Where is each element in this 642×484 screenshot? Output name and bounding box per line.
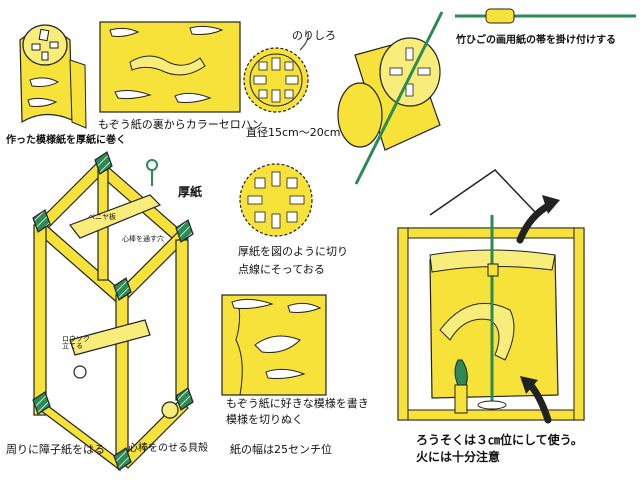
cellophane-sheet-drawing: [99, 21, 241, 113]
bamboo-rod-drawing: [455, 8, 636, 24]
label-diameter: 直径15cm〜20cm: [246, 126, 341, 139]
label-plywood: ベニヤ板: [88, 213, 116, 221]
label-mandrel-hole: 心棒を通す穴: [122, 235, 164, 243]
label-candle-stand: ロウソク立てる: [62, 335, 90, 350]
label-glue-margin: のりしろ: [292, 29, 336, 42]
label-fire-note: 火には十分注意: [416, 450, 501, 464]
label-paper-width: 紙の幅は25センチ位: [230, 443, 332, 456]
label-candle-note: ろうそくは３㎝位にして使う。: [416, 433, 583, 447]
label-cut-as-shown-2: 点線にそっておる: [238, 263, 325, 276]
label-bamboo-belt: 竹ひごの画用紙の帯を掛け付けする: [456, 35, 616, 46]
label-paper-around: 周りに障子紙をはる: [6, 443, 105, 456]
frame-structure-drawing: [32, 151, 194, 472]
glue-margin-circle: [243, 31, 309, 113]
label-cellophane: もぞう紙の裏からカラーセロハン: [98, 118, 263, 131]
label-cardboard: 厚紙: [178, 185, 203, 199]
label-pattern-note-2: 模様を切りぬく: [226, 413, 303, 426]
hook-icon: [146, 159, 158, 186]
rolled-paper-drawing: [19, 24, 87, 129]
hanging-lantern-drawing: [397, 169, 585, 424]
cut-cardboard-circle: [239, 163, 313, 237]
cylinder-lantern-drawing: [337, 11, 444, 185]
label-wrap-on-cardboard: 作った模様紙を厚紙に巻く: [6, 135, 126, 146]
label-shell: 心棒をのせる貝殻: [128, 443, 208, 454]
label-cut-as-shown-1: 厚紙を図のように切り: [238, 245, 348, 258]
label-pattern-note-1: もぞう紙に好きな模様を書き: [226, 397, 369, 410]
patterned-paper-drawing: [221, 294, 327, 396]
